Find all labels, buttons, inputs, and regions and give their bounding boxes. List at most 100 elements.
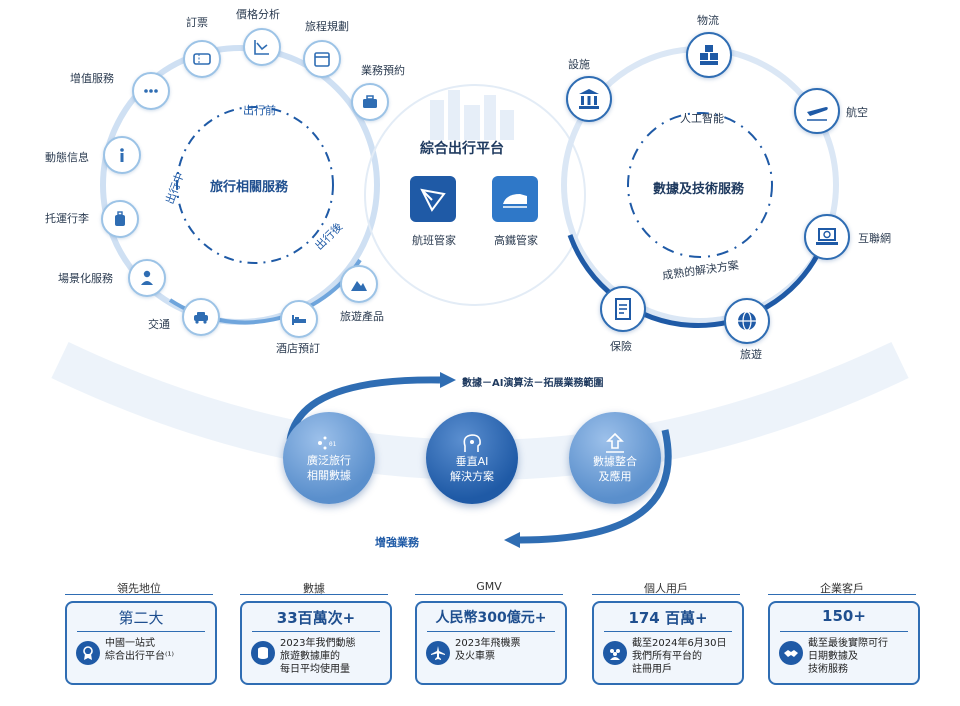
city-silhouette [430, 90, 514, 140]
left-item-label: 場景化服務 [58, 272, 113, 285]
handshake-icon [779, 641, 803, 665]
category-divider [65, 594, 213, 595]
data-integration-ball: 數據整合 及應用 [569, 412, 661, 504]
left-item-label: 交通 [148, 318, 170, 331]
chart-icon [243, 28, 281, 66]
mountain-icon [340, 265, 378, 303]
stat-value: 174 百萬+ [628, 609, 708, 627]
ball-line: 解決方案 [450, 470, 494, 483]
ball-line: 及應用 [598, 470, 632, 483]
stat-value: 人民幣300億元+ [435, 610, 547, 626]
ticket-icon [183, 40, 221, 78]
building-icon [566, 76, 612, 122]
left-item-label: 旅遊產品 [340, 310, 384, 323]
right-item-label: 設施 [568, 58, 590, 71]
flow-arc-bottom [519, 429, 672, 544]
stat-card: 150+ 截至最後實際可行日期數據及技術服務 [768, 601, 920, 685]
right-item-label: 互聯網 [858, 232, 891, 245]
card-separator [780, 631, 908, 632]
right-center-label: 數據及技術服務 [653, 182, 745, 197]
left-item-label: 動態信息 [45, 151, 89, 164]
platform-title: 綜合出行平台 [420, 141, 504, 157]
ball-line: 垂直AI [455, 455, 489, 468]
stat-card: 第二大 中國一站式綜合出行平台⁽¹⁾ [65, 601, 217, 685]
stat-desc: 中國一站式綜合出行平台⁽¹⁾ [105, 638, 174, 662]
award-icon [76, 641, 100, 665]
luggage-icon [101, 200, 139, 238]
flow-bottom-text: 增強業務 [375, 536, 419, 549]
briefcase-icon [351, 83, 389, 121]
person-icon [128, 259, 166, 297]
right-item-label: 航空 [846, 106, 868, 119]
ball-line: 數據整合 [593, 455, 637, 468]
right-item-label: 物流 [697, 14, 719, 27]
users-icon [603, 641, 627, 665]
stat-card: 人民幣300億元+ 2023年飛機票及火車票 [415, 601, 567, 685]
left-inner-ring [176, 106, 334, 264]
card-category: 領先地位 [117, 582, 161, 595]
card-category: 個人用戶 [644, 582, 688, 595]
card-category: 數據 [303, 582, 325, 595]
right-top-arc-label: 人工智能 [680, 112, 724, 125]
category-divider [415, 594, 563, 595]
left-item-label: 增值服務 [70, 72, 114, 85]
card-category: 企業客戶 [820, 582, 864, 595]
left-item-label: 旅程規劃 [305, 20, 349, 33]
card-category: GMV [476, 580, 502, 593]
card-separator [252, 631, 380, 632]
left-item-label: 酒店預訂 [276, 342, 320, 355]
calendar-icon [303, 40, 341, 78]
travel-data-ball: 01 廣泛旅行 相關數據 [283, 412, 375, 504]
database-icon [251, 641, 275, 665]
flow-top-text: 數據－AI演算法－拓展業務範圍 [462, 378, 604, 389]
flight-app-label: 航班管家 [412, 234, 456, 247]
center-faint-circle [364, 84, 586, 306]
ai-head-icon [463, 434, 481, 452]
laptop-icon [804, 214, 850, 260]
globe-icon [724, 298, 770, 344]
stat-card: 33百萬次+ 2023年我們動態旅遊數據庫的每日平均使用量 [240, 601, 392, 685]
stat-card: 174 百萬+ 截至2024年6月30日我們所有平台的註冊用戶 [592, 601, 744, 685]
category-divider [592, 594, 740, 595]
right-inner-ring [627, 112, 773, 258]
left-item-label: 業務預約 [361, 64, 405, 77]
more-icon [132, 72, 170, 110]
left-item-label: 訂票 [186, 16, 208, 29]
category-divider [240, 594, 388, 595]
stat-value: 33百萬次+ [276, 609, 356, 627]
left-item-label: 價格分析 [236, 8, 280, 21]
stat-value: 150+ [822, 607, 866, 625]
document-icon [600, 286, 646, 332]
left-item-label: 托運行李 [45, 212, 89, 225]
stat-desc: 截至最後實際可行日期數據及技術服務 [808, 638, 888, 675]
train-app-label: 高鐵管家 [494, 234, 538, 247]
binary-icon: 01 [318, 436, 337, 450]
svg-text:01: 01 [329, 441, 337, 448]
card-separator [427, 631, 555, 632]
flight-app-icon [410, 176, 456, 222]
stage-before-label: 出行前 [243, 104, 276, 117]
category-divider [768, 594, 916, 595]
right-item-label: 旅遊 [740, 348, 762, 361]
flow-arrow-top [440, 372, 456, 388]
flow-arrow-bottom [504, 532, 520, 548]
stat-desc: 截至2024年6月30日我們所有平台的註冊用戶 [632, 638, 727, 675]
ball-line: 相關數據 [307, 469, 351, 482]
airplane-icon [794, 88, 840, 134]
ball-line: 廣泛旅行 [307, 454, 351, 467]
taxi-icon [182, 298, 220, 336]
stat-desc: 2023年飛機票及火車票 [455, 638, 521, 662]
stat-value: 第二大 [118, 609, 164, 627]
bed-icon [280, 300, 318, 338]
right-ring-arc [567, 234, 823, 329]
right-item-label: 保險 [610, 340, 632, 353]
card-separator [77, 631, 205, 632]
card-separator [604, 631, 732, 632]
stat-desc: 2023年我們動態旅遊數據庫的每日平均使用量 [280, 638, 356, 675]
ai-solution-ball: 垂直AI 解決方案 [426, 412, 518, 504]
boxes-icon [686, 32, 732, 78]
left-center-label: 旅行相關服務 [210, 180, 289, 195]
info-icon [103, 136, 141, 174]
airplane-icon [426, 641, 450, 665]
upload-icon [606, 432, 624, 453]
